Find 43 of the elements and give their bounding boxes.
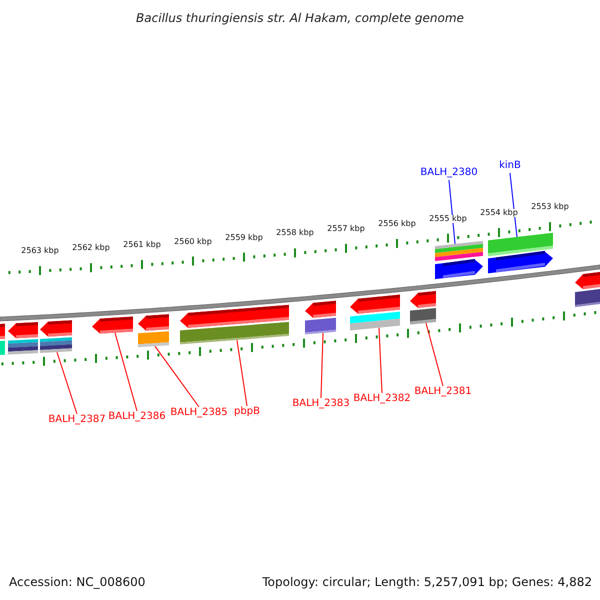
gene-label: kinB — [499, 161, 521, 171]
gene-label: BALH_2383 — [292, 399, 350, 409]
gene-label: pbpB — [234, 407, 260, 417]
gene-label: BALH_2381 — [414, 387, 472, 397]
gene-feature — [435, 240, 483, 280]
leader-line — [320, 332, 324, 398]
gene-feature — [180, 304, 289, 344]
gene-label: BALH_2386 — [108, 412, 166, 422]
gene-label: BALH_2385 — [170, 408, 228, 418]
gene-feature — [40, 320, 72, 354]
scale-label: 2555 kbp — [429, 214, 467, 223]
gene-feature — [305, 300, 336, 335]
leader-line — [378, 327, 382, 394]
scale-label: 2556 kbp — [378, 220, 416, 228]
leader-line — [448, 180, 456, 244]
scale-label: 2563 kbp — [21, 247, 59, 256]
leader-line — [236, 340, 248, 406]
gene-feature — [0, 324, 5, 355]
scale-label: 2557 kbp — [327, 224, 365, 233]
scale-label: 2562 kbp — [72, 244, 110, 252]
scale-label: 2561 kbp — [123, 241, 161, 250]
gene-feature — [575, 272, 600, 308]
scale-label: 2559 kbp — [225, 234, 263, 242]
scale-label: 2558 kbp — [276, 229, 314, 238]
scale-label: 2560 kbp — [174, 238, 212, 246]
leader-line — [56, 352, 78, 414]
scale-label: 2553 kbp — [531, 203, 569, 212]
gene-feature — [488, 232, 553, 274]
scale-label: 2554 kbp — [480, 209, 518, 218]
gene-feature — [92, 316, 133, 334]
gene-label: BALH_2380 — [420, 168, 478, 178]
leader-line — [426, 322, 444, 386]
leader-line — [154, 346, 200, 408]
leader-line — [510, 172, 518, 238]
gene-feature — [350, 294, 400, 330]
chart-title: Bacillus thuringiensis str. Al Hakam, complete genome — [136, 12, 464, 24]
footer-text: Accession: NC_008600 — [9, 576, 146, 588]
gene-feature — [410, 290, 436, 325]
gene-label: BALH_2387 — [48, 415, 106, 425]
gene-feature — [138, 314, 169, 348]
gene-feature — [8, 322, 38, 355]
footer-text: Topology: circular; Length: 5,257,091 bp; Genes: 4,882 — [262, 576, 592, 588]
gene-label: BALH_2382 — [353, 394, 411, 404]
